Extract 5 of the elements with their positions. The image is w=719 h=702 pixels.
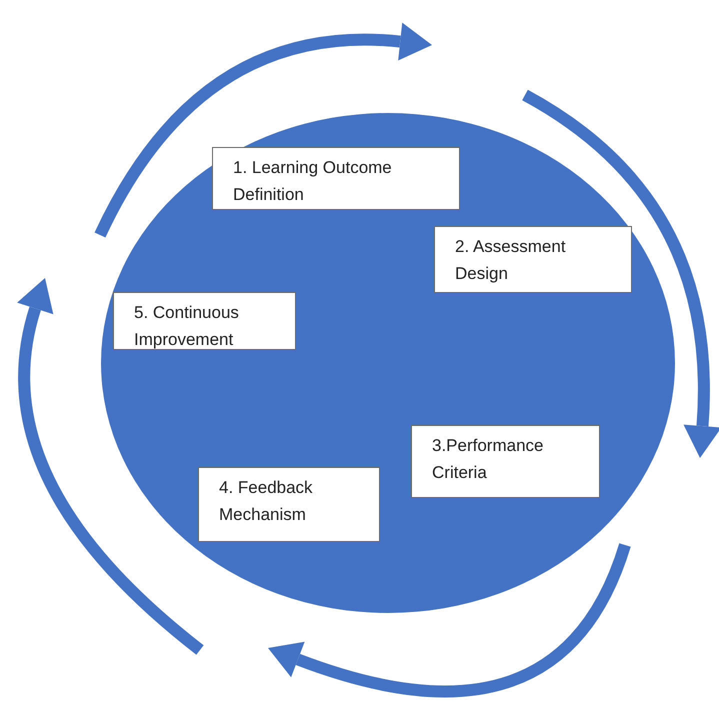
process-box: 5. Continuous Improvement [113, 292, 296, 350]
process-box: 4. Feedback Mechanism [198, 467, 380, 542]
process-box: 3.Performance Criteria [411, 425, 600, 498]
process-box: 2. Assessment Design [434, 226, 632, 293]
process-box: 1. Learning Outcome Definition [212, 147, 460, 210]
